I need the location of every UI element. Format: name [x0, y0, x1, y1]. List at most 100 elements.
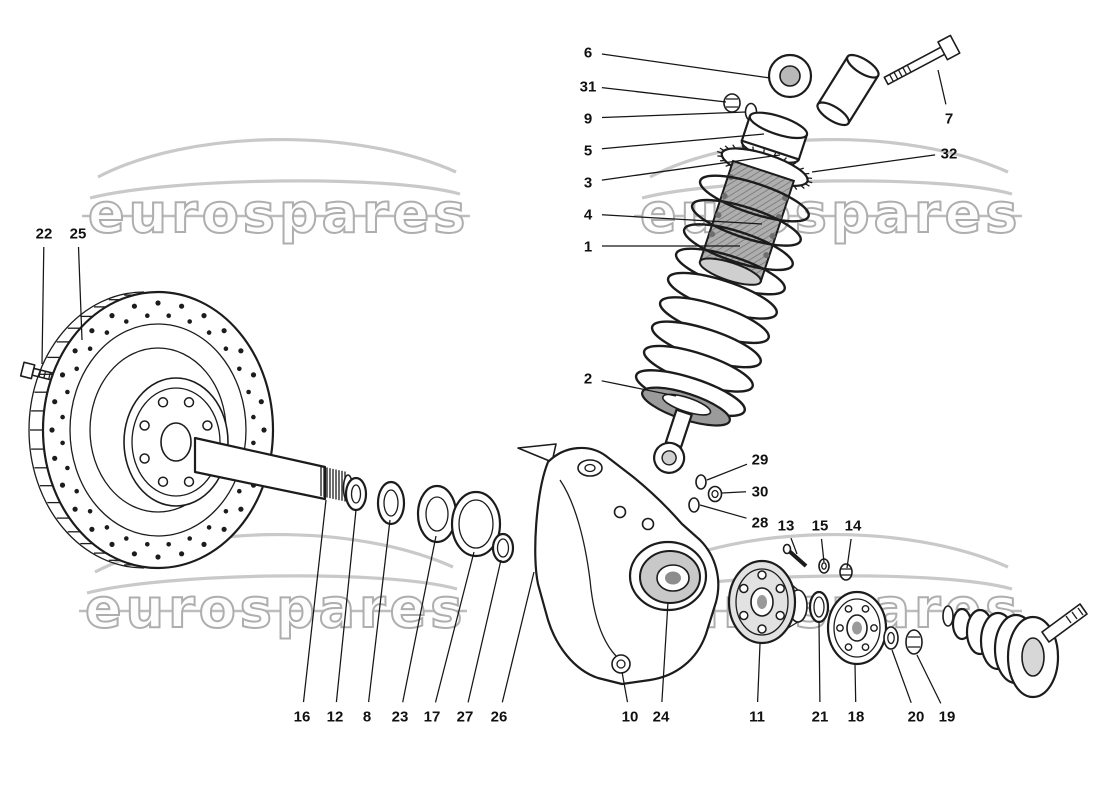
leader-line-31 [601, 86, 727, 103]
wheel-stud-13-head [782, 543, 792, 555]
nut-31-facets [726, 98, 738, 108]
part-label-1: 1 [584, 239, 592, 256]
part-label-29: 29 [752, 452, 769, 469]
upright-rib [559, 479, 617, 657]
leader-line-4 [601, 214, 763, 225]
watermark-swoosh [641, 179, 1013, 200]
nut-14-facets [841, 568, 851, 576]
driveshaft-stub [1041, 603, 1088, 643]
lower-mount-hardware [688, 474, 723, 513]
watermark-top-right: eurospares [634, 138, 1022, 246]
part-label-12: 12 [327, 709, 344, 726]
leader-line-17 [434, 551, 475, 703]
upright-arm-tab [517, 443, 557, 463]
part-label-13: 13 [778, 518, 795, 535]
part-label-32: 32 [941, 146, 958, 163]
seal-21-bore [813, 596, 825, 618]
part-label-17: 17 [424, 709, 441, 726]
washer-12 [344, 476, 368, 512]
upper-mount-bolt-7 [883, 34, 961, 86]
part-label-20: 20 [908, 709, 925, 726]
washer-15-bore [821, 562, 827, 570]
leader-line-20 [891, 649, 912, 704]
bearing-23 [416, 484, 458, 544]
washer-28 [688, 497, 700, 513]
damper-body-bottom [698, 257, 762, 286]
top-eye-bushing-6-core [779, 65, 801, 87]
part-label-15: 15 [812, 518, 829, 535]
boot-clamp [942, 605, 954, 627]
leader-line-10 [621, 671, 629, 703]
watermark-swoosh [89, 179, 461, 200]
flange-bolt-holes [739, 570, 785, 634]
boot-bore [1021, 637, 1045, 677]
part-label-2: 2 [584, 371, 592, 388]
nut-31 [723, 93, 741, 113]
part-label-22: 22 [36, 226, 53, 243]
disc-friction-band [69, 323, 247, 537]
leader-line-5 [601, 133, 765, 150]
shock-absorber-assembly [634, 53, 880, 474]
driveshaft-splines [1065, 607, 1084, 624]
upright-foot-hole [611, 654, 631, 674]
leader-line-18 [854, 663, 857, 703]
leader-line-12 [335, 509, 357, 703]
part-label-26: 26 [491, 709, 508, 726]
part-label-24: 24 [653, 709, 670, 726]
leader-line-24 [661, 601, 669, 703]
nut-14 [839, 563, 853, 581]
upright-boss-2 [641, 517, 655, 531]
disc-edge [28, 291, 145, 569]
part-label-19: 19 [939, 709, 956, 726]
damper-side-studs [709, 174, 789, 259]
part-label-8: 8 [363, 709, 371, 726]
part-label-5: 5 [584, 143, 592, 160]
watermark-text: eurospares [88, 182, 469, 245]
upright-foot-hole-bore [616, 659, 626, 669]
bearing-23-inner [425, 496, 449, 532]
nut-30-bore [711, 489, 719, 499]
shock-body-group [634, 111, 813, 474]
leader-line-29 [706, 463, 748, 481]
leader-line-9 [601, 111, 747, 119]
leader-line-15 [820, 538, 825, 563]
drive-flange-11 [727, 543, 853, 645]
seal-ring-8 [376, 480, 406, 526]
washer-20-bore [887, 631, 895, 645]
top-mount-cylinder [816, 53, 880, 127]
nut-30 [707, 485, 723, 503]
leader-line-22 [41, 246, 45, 365]
hub-center-bore [160, 422, 192, 462]
hub-washers-and-bearings [344, 476, 515, 564]
flange-inner-ring [735, 568, 789, 636]
part-label-9: 9 [584, 111, 592, 128]
upright-boss-1 [613, 505, 627, 519]
leader-line-21 [818, 621, 821, 703]
wheel-bearing-24-bore [665, 571, 681, 585]
part-label-21: 21 [812, 709, 829, 726]
axle-spline-teeth [320, 466, 346, 502]
lower-eye-bushing [661, 450, 677, 466]
watermark-top-left: eurospares [82, 138, 470, 246]
washer-12-bore [350, 484, 362, 504]
part-label-25: 25 [70, 226, 87, 243]
part-label-18: 18 [848, 709, 865, 726]
watermark-swoosh [649, 138, 1009, 179]
part-label-16: 16 [294, 709, 311, 726]
watermark-swoosh [86, 574, 458, 595]
hub-flange-18-bore [852, 621, 862, 635]
disc-drilled-holes [49, 300, 267, 560]
watermark-swoosh [97, 138, 457, 179]
watermark-text: eurospares [640, 182, 1021, 245]
hub-flange-group [808, 590, 923, 666]
leader-line-13 [790, 537, 798, 555]
part-label-27: 27 [457, 709, 474, 726]
washer-29 [695, 474, 707, 490]
wheel-stud-13 [786, 548, 808, 568]
part-label-30: 30 [752, 484, 769, 501]
leader-line-30 [721, 491, 747, 494]
leader-line-11 [756, 643, 761, 703]
